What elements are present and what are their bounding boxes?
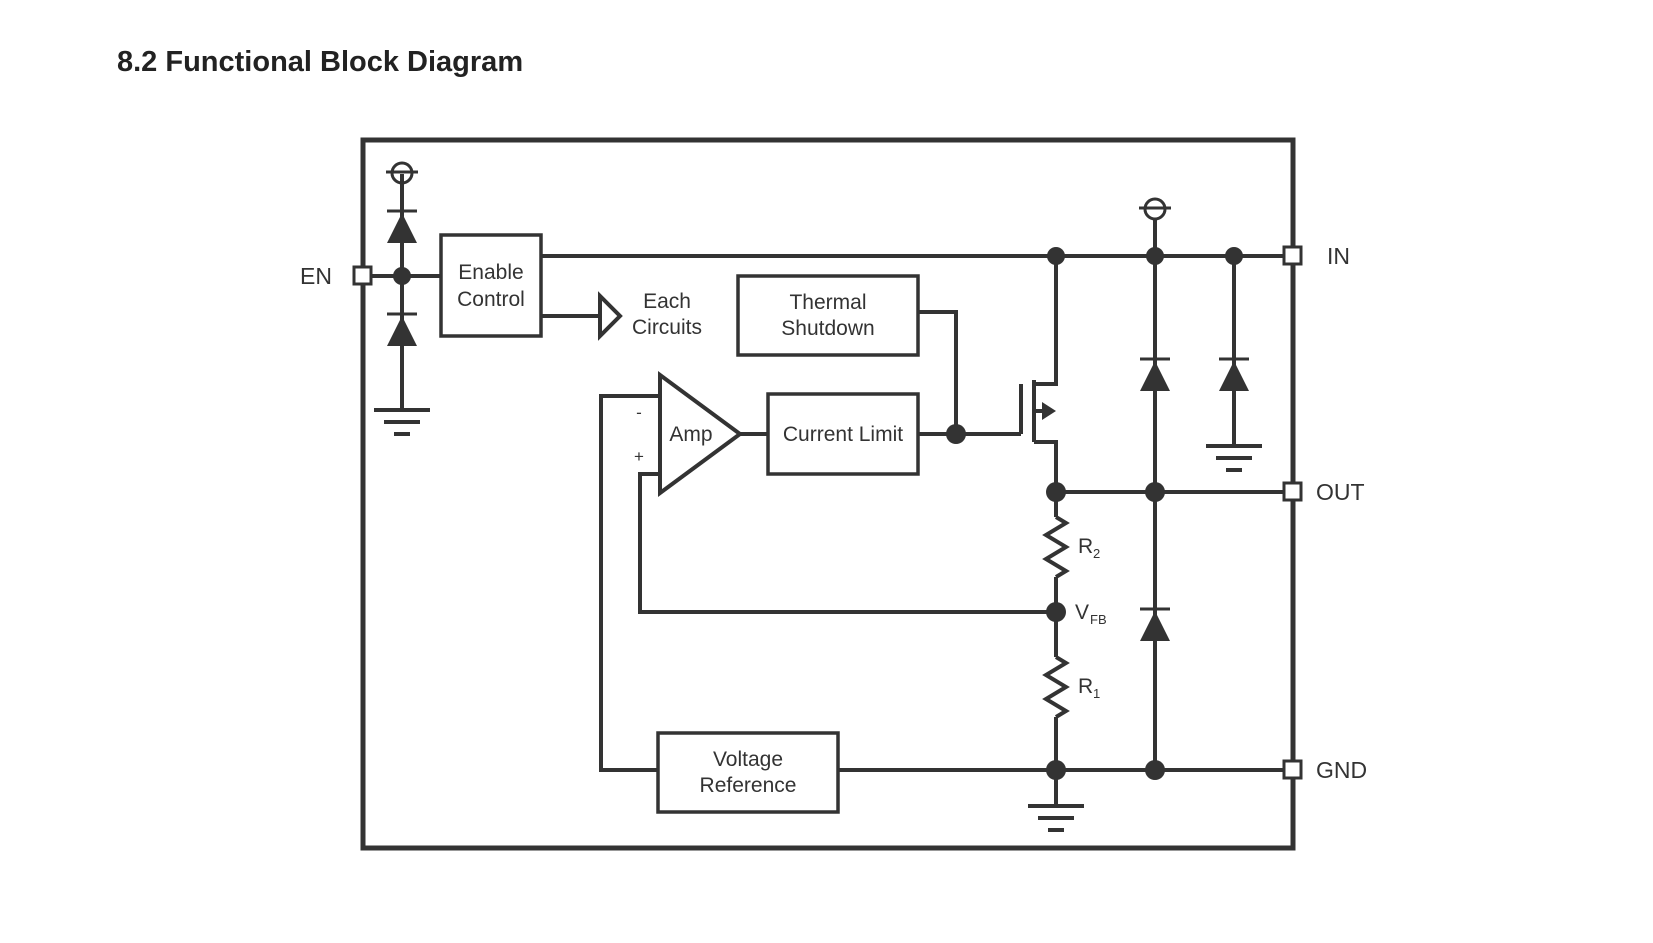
amp-triangle [658, 371, 744, 497]
out-gnd-diode [1140, 607, 1170, 641]
en-lower-esd-diode [387, 312, 417, 346]
voltage-reference-label-2: Reference [700, 774, 797, 797]
in-clamp-ground-symbol [1206, 444, 1262, 472]
gnd-pin [1282, 759, 1303, 780]
enable-control-label-2: Control [457, 288, 525, 311]
resistor-r2 [1042, 492, 1070, 612]
gnd-rail-dot-diode [1145, 760, 1165, 780]
r2-subscript: 2 [1093, 546, 1100, 561]
amp-plus-label: + [634, 447, 644, 466]
each-circuits-label-1: Each [643, 290, 691, 313]
page-title: 8.2 Functional Block Diagram [117, 46, 524, 78]
thermal-shutdown-label-1: Thermal [789, 291, 866, 314]
en-pin-label: EN [300, 263, 332, 289]
r1-subscript: 1 [1093, 686, 1100, 701]
en-input-wires [370, 174, 441, 408]
resistor-r1 [1042, 612, 1070, 770]
r2-label: R [1078, 535, 1093, 558]
in-pin-label: IN [1327, 243, 1350, 269]
current-limit-label: Current Limit [783, 423, 903, 446]
each-circuits-buffer-symbol [598, 291, 623, 341]
en-vdd-symbol [386, 161, 418, 185]
thermal-to-gate-wire [918, 310, 958, 434]
enable-control-label-1: Enable [458, 261, 523, 284]
in-vdd-symbol [1139, 197, 1171, 256]
thermal-shutdown-label-2: Shutdown [781, 317, 874, 340]
amp-label: Amp [669, 423, 712, 446]
enable-control-block [439, 233, 543, 338]
each-circuits-label-2: Circuits [632, 316, 702, 339]
in-pin [1282, 245, 1303, 266]
en-upper-esd-diode [387, 209, 417, 243]
feedback-wire [638, 472, 1056, 614]
r1-label: R [1078, 675, 1093, 698]
en-pin [352, 265, 373, 286]
out-pin [1282, 481, 1303, 502]
main-ground-symbol [1028, 804, 1084, 832]
vfb-subscript: FB [1090, 612, 1107, 627]
vfb-label: V [1075, 601, 1089, 624]
voltage-reference-label-1: Voltage [713, 748, 783, 771]
en-ground-symbol [374, 408, 430, 436]
reference-loop-wire [599, 394, 660, 772]
amp-minus-label: - [636, 403, 642, 422]
pass-mosfet [1019, 256, 1058, 492]
out-pin-label: OUT [1316, 479, 1365, 505]
gate-node-dot [946, 424, 966, 444]
in-out-diode [1140, 357, 1170, 391]
gnd-pin-label: GND [1316, 757, 1367, 783]
voltage-reference-block [656, 731, 840, 814]
en-junction-dot [393, 267, 411, 285]
thermal-shutdown-block [736, 274, 920, 357]
in-clamp-diode [1219, 357, 1249, 391]
